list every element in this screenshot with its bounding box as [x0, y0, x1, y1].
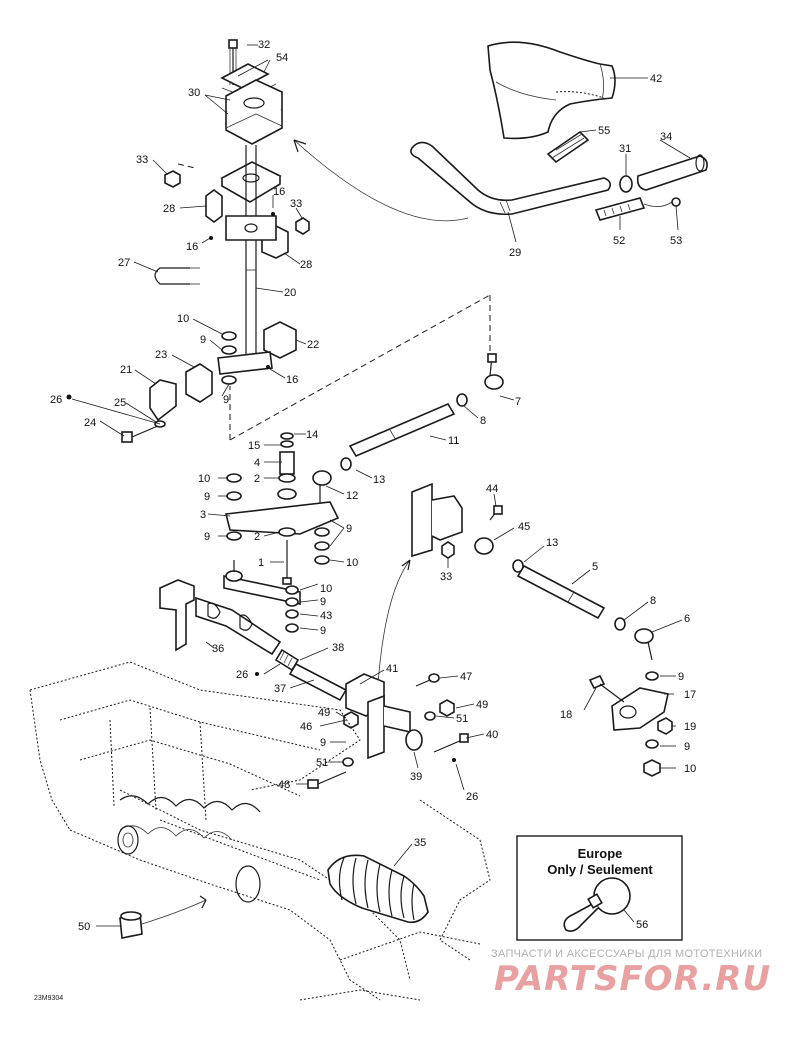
callout-6: 6: [684, 613, 690, 625]
callout-16: 16: [273, 186, 285, 198]
europe-box-line2: Only / Seulement: [547, 862, 653, 877]
callout-9: 9: [320, 625, 326, 637]
callout-9: 9: [346, 523, 352, 535]
callout-26: 26: [50, 394, 62, 406]
callout-36: 36: [212, 643, 224, 655]
callout-34: 34: [660, 131, 672, 143]
figure-code: 23M9304: [34, 995, 63, 1002]
callout-32: 32: [258, 39, 270, 51]
callout-45: 45: [518, 521, 530, 533]
callout-25: 25: [114, 397, 126, 409]
callout-35: 35: [414, 837, 426, 849]
callout-47: 47: [460, 671, 472, 683]
upper-tie-rod-assembly: [207, 353, 515, 585]
callout-55: 55: [598, 125, 610, 137]
callout-13: 13: [546, 537, 558, 549]
callout-29: 29: [509, 247, 521, 259]
callout-51: 51: [456, 713, 468, 725]
callout-49: 49: [476, 699, 488, 711]
watermark: ЗАПЧАСТИ И АКСЕССУАРЫ ДЛЯ МОТОТЕХНИКИ PA…: [491, 948, 771, 999]
callout-24: 24: [84, 417, 96, 429]
callout-9: 9: [320, 737, 326, 749]
callout-10: 10: [320, 583, 332, 595]
callout-10: 10: [346, 557, 358, 569]
callout-49: 49: [318, 707, 330, 719]
callout-5: 5: [592, 561, 598, 573]
callout-17: 17: [684, 689, 696, 701]
callout-9: 9: [320, 596, 326, 608]
callout-53: 53: [670, 235, 682, 247]
lower-linkage-assembly: [159, 560, 485, 791]
callout-11: 11: [448, 435, 459, 447]
callout-13: 13: [373, 474, 385, 486]
callout-15: 15: [248, 440, 260, 452]
callout-labels: 32 54 30 33 16 33 28 16 28 27 20 10 9 22…: [50, 39, 696, 933]
callout-52: 52: [613, 235, 625, 247]
callout-9: 9: [200, 334, 206, 346]
callout-23: 23: [155, 349, 167, 361]
callout-12: 12: [346, 490, 358, 502]
callout-16: 16: [286, 374, 298, 386]
callout-42: 42: [650, 73, 662, 85]
callout-31: 31: [619, 143, 631, 155]
callout-4: 4: [254, 457, 260, 469]
watermark-top-text: ЗАПЧАСТИ И АКСЕССУАРЫ ДЛЯ МОТОТЕХНИКИ: [491, 948, 762, 960]
callout-38: 38: [332, 642, 344, 654]
callout-3: 3: [200, 509, 206, 521]
callout-9: 9: [684, 741, 690, 753]
callout-44: 44: [486, 483, 498, 495]
callout-28: 28: [163, 203, 175, 215]
callout-7: 7: [515, 396, 521, 408]
callout-48: 48: [278, 779, 290, 791]
callout-1: 1: [258, 557, 264, 569]
callout-28: 28: [300, 259, 312, 271]
callout-8: 8: [480, 415, 486, 427]
europe-box-line1: Europe: [578, 846, 623, 861]
callout-51: 51: [316, 757, 328, 769]
callout-26: 26: [466, 791, 478, 803]
callout-33: 33: [290, 198, 302, 210]
callout-19: 19: [684, 721, 696, 733]
callout-41: 41: [386, 663, 398, 675]
callout-14: 14: [306, 429, 318, 441]
callout-54: 54: [276, 52, 288, 64]
callout-2: 2: [254, 473, 260, 485]
callout-10: 10: [684, 763, 696, 775]
callout-21: 21: [120, 364, 132, 376]
chassis-frame: [29, 661, 491, 1001]
callout-26: 26: [236, 669, 248, 681]
watermark-logo: PARTSFOR.RU: [494, 959, 771, 999]
callout-18: 18: [560, 709, 572, 721]
callout-50: 50: [78, 921, 90, 933]
callout-8: 8: [650, 595, 656, 607]
callout-10: 10: [198, 473, 210, 485]
steering-column-assembly: [66, 39, 491, 443]
europe-only-box: Europe Only / Seulement: [516, 835, 683, 941]
callout-40: 40: [486, 729, 498, 741]
callout-39: 39: [410, 771, 422, 783]
callout-43: 43: [320, 610, 332, 622]
callout-56: 56: [636, 919, 648, 931]
callout-33: 33: [136, 154, 148, 166]
callout-9: 9: [223, 394, 229, 406]
callout-30: 30: [188, 87, 200, 99]
callout-27: 27: [118, 257, 130, 269]
callout-33: 33: [440, 571, 452, 583]
callout-20: 20: [284, 287, 296, 299]
callout-9: 9: [678, 671, 684, 683]
callout-9: 9: [204, 491, 210, 503]
callout-9: 9: [204, 531, 210, 543]
callout-46: 46: [300, 721, 312, 733]
callout-22: 22: [307, 339, 319, 351]
handlebar-assembly: [293, 41, 708, 243]
callout-37: 37: [274, 683, 286, 695]
right-tie-rod-assembly: [375, 482, 683, 777]
callout-2: 2: [254, 531, 260, 543]
callout-16: 16: [186, 241, 198, 253]
callout-10: 10: [177, 313, 189, 325]
